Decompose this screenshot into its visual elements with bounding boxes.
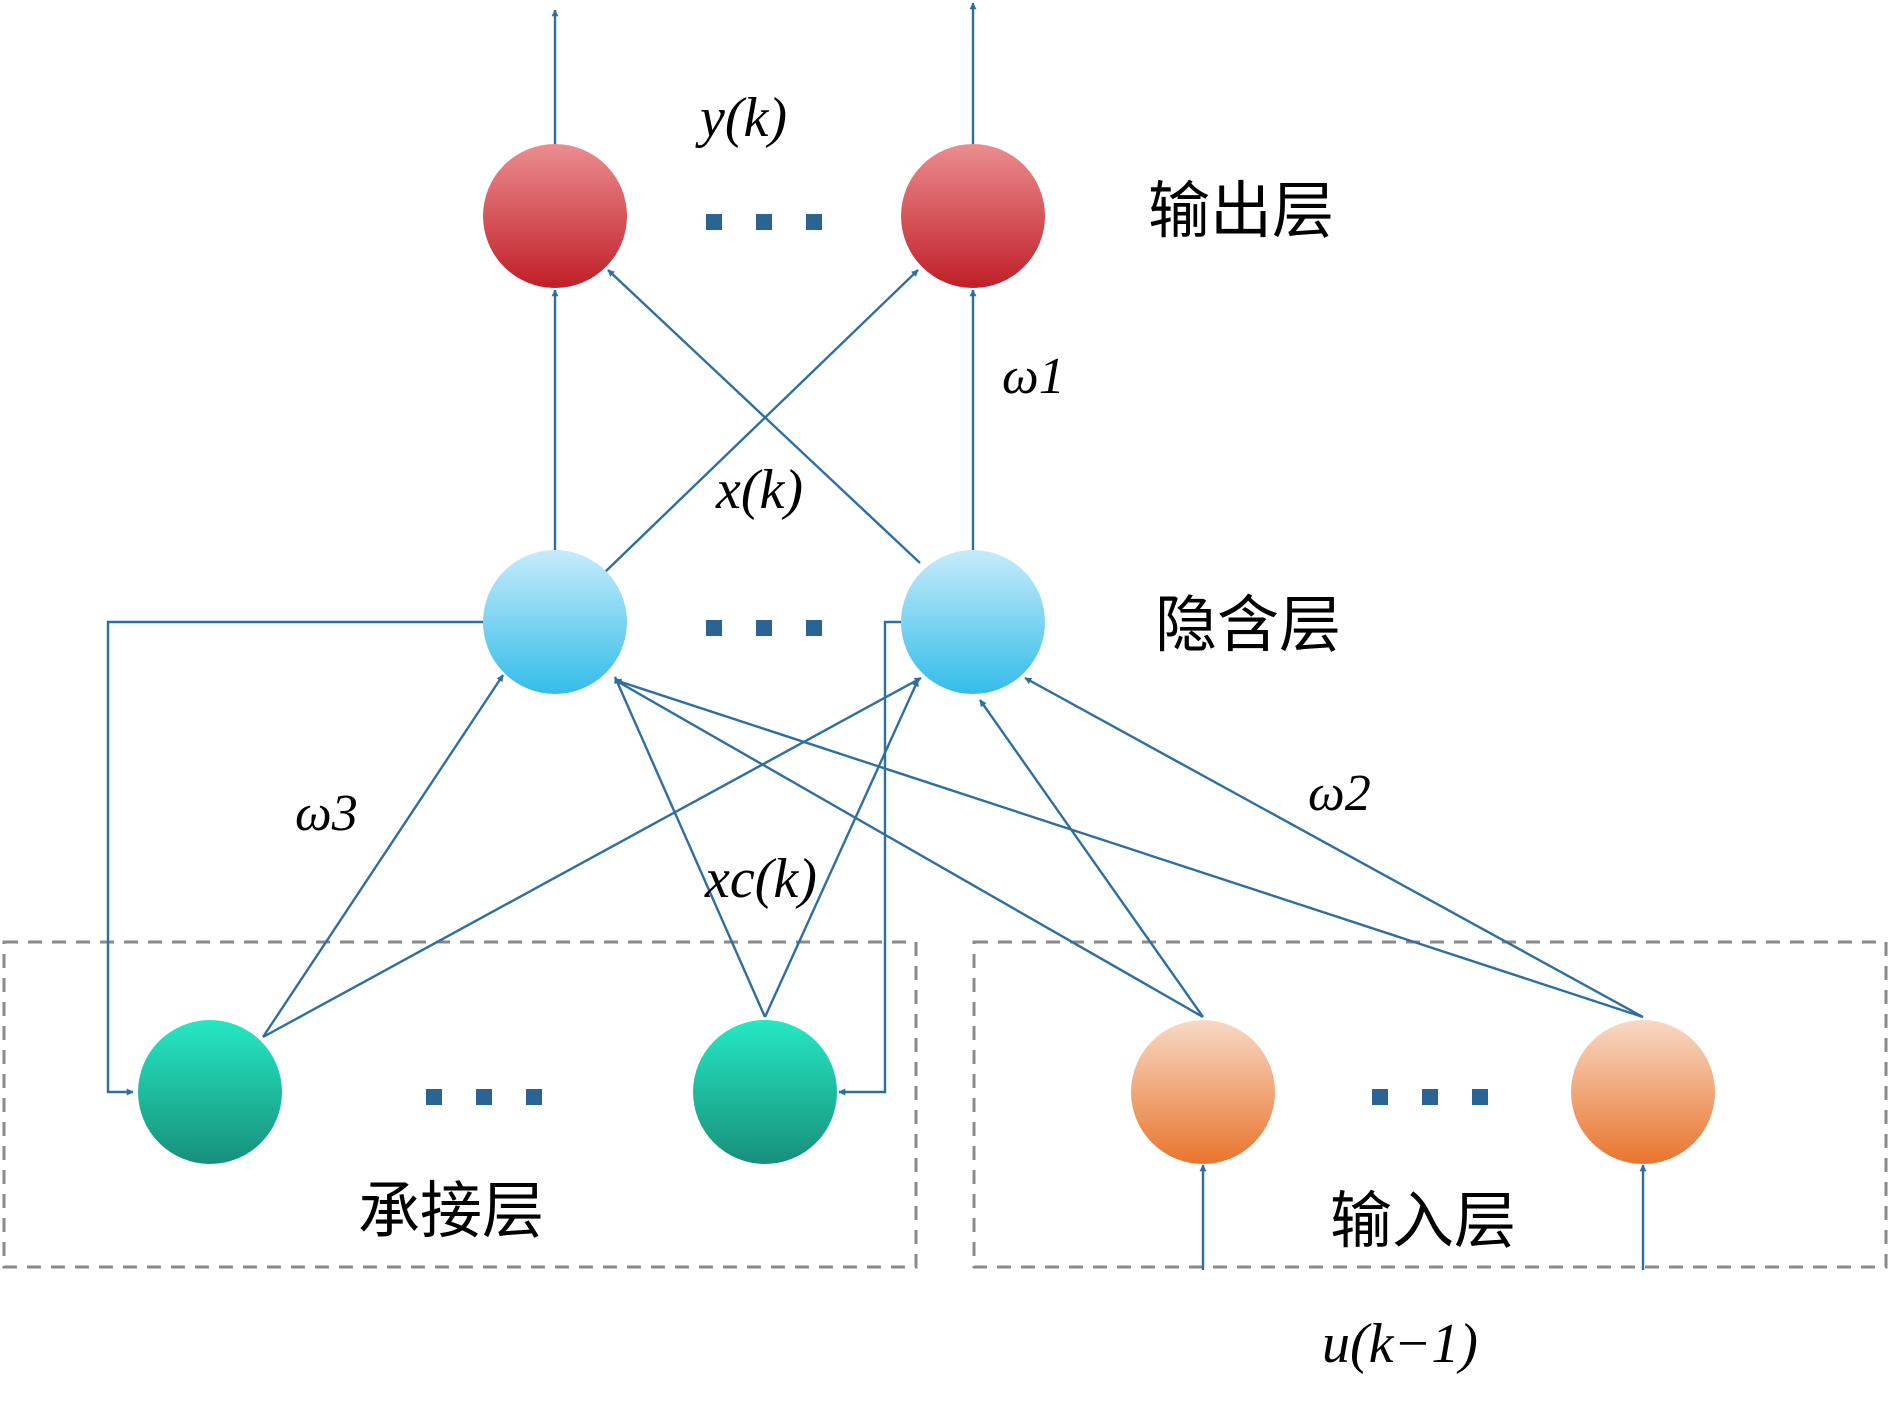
- input-layer-box: [972, 940, 1888, 1269]
- output-node-2: [901, 144, 1045, 288]
- recurrent-link-h2-c2: [838, 620, 903, 1096]
- ellipsis-output: [706, 214, 822, 230]
- context-node-1: [138, 1020, 282, 1164]
- label-omega-2: ω2: [1308, 765, 1371, 822]
- link-h2-o1: [607, 269, 921, 564]
- link-c2-h1: [613, 676, 767, 1018]
- label-omega-1: ω1: [1002, 348, 1065, 405]
- link-i1-h1: [614, 678, 1204, 1019]
- recurrent-link-h1-c1: [106, 620, 483, 1096]
- output-layer-label: 输出层: [1148, 174, 1334, 247]
- link-i2-h1: [614, 678, 1644, 1019]
- input-node-2: [1571, 1020, 1715, 1164]
- connections: [106, 2, 1647, 1270]
- hidden-node-1: [483, 550, 627, 694]
- context-layer-label: 承接层: [358, 1174, 544, 1247]
- context-node-2: [693, 1020, 837, 1164]
- link-i1-h2: [979, 699, 1204, 1018]
- link-c1-h1: [261, 674, 505, 1038]
- ellipsis-context: [426, 1089, 542, 1105]
- label-u-k-1: u(k−1): [1322, 1313, 1478, 1375]
- link-c2-h2: [763, 679, 920, 1018]
- output-node-1: [483, 144, 627, 288]
- label-x-k: x(k): [715, 459, 803, 521]
- label-y-k: y(k): [695, 87, 787, 149]
- ellipsis-input: [1372, 1089, 1488, 1105]
- link-h1-o2: [604, 269, 919, 573]
- link-c1-h2: [262, 676, 922, 1039]
- input-node-1: [1131, 1020, 1275, 1164]
- hidden-node-2: [901, 550, 1045, 694]
- label-omega-3: ω3: [295, 785, 358, 842]
- context-layer-box: [2, 940, 918, 1269]
- label-xc-k: xc(k): [704, 848, 817, 910]
- link-i2-h2: [1024, 676, 1644, 1019]
- ellipsis-hidden: [706, 620, 822, 636]
- hidden-layer-label: 隐含层: [1155, 588, 1341, 661]
- input-layer-label: 输入层: [1330, 1184, 1516, 1257]
